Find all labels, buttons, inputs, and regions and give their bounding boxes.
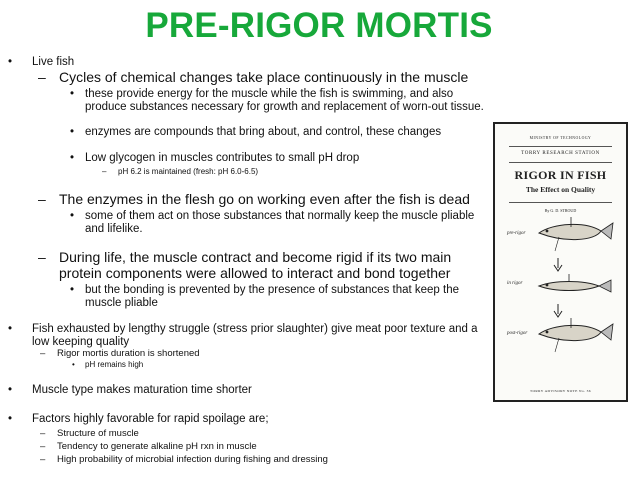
bullet-marker: • [70,210,75,222]
bullet-marker: • [72,360,75,369]
cover-label-post-rigor: post-rigor [507,331,528,336]
bullet-text: Fish exhausted by lengthy struggle (stre… [32,323,478,348]
fish-post-rigor-illustration [537,318,614,353]
bullet-text: High probability of microbial infection … [57,454,328,465]
bullet-marker: – [38,69,46,85]
bullet-text: Tendency to generate alkaline pH rxn in … [57,441,257,452]
bullet-text: During life, the muscle contract and bec… [59,249,452,281]
cover-ministry: MINISTRY OF TECHNOLOGY [529,136,592,140]
bullet-marker: • [70,284,75,296]
fish-in-rigor-illustration [537,274,612,293]
bullet-marker: – [40,348,46,359]
bullet-text: pH 6.2 is maintained (fresh: pH 6.0-6.5) [118,167,259,176]
book-cover-image: MINISTRY OF TECHNOLOGY TORRY RESEARCH ST… [493,122,628,402]
cover-book-subtitle: The Effect on Quality [525,185,596,194]
bullet-marker: – [38,191,46,207]
bullet-marker: • [8,413,13,425]
bullet-text: Live fish [32,56,75,68]
bullet-text: Structure of muscle [57,428,139,439]
cover-book-title: RIGOR IN FISH [514,168,607,182]
bullet-text: Factors highly favorable for rapid spoil… [32,413,269,425]
bullet-marker: • [70,152,75,164]
bullet-marker: – [40,441,46,452]
bullet-text: Cycles of chemical changes take place co… [59,69,469,85]
bullet-text: these provide energy for the muscle whil… [85,88,484,113]
bullet-marker: • [8,56,13,68]
arrow-down-icon [553,258,563,272]
bullet-marker: – [102,167,107,176]
slide-title: PRE-RIGOR MORTIS [145,6,493,45]
cover-label-in-rigor: in rigor [507,281,523,286]
bullet-text: some of them act on those substances tha… [85,210,475,235]
bullet-marker: • [8,384,13,396]
bullet-text: Muscle type makes maturation time shorte… [32,384,252,396]
arrow-down-icon [553,304,563,318]
bullet-marker: – [38,249,46,265]
bullet-text: pH remains high [85,360,144,369]
bullet-marker: • [70,126,75,138]
bullet-marker: • [8,323,13,335]
cover-author: By G. D. STROUD [544,208,577,213]
fish-pre-rigor-illustration [537,217,614,252]
bullet-text: enzymes are compounds that bring about, … [85,126,442,138]
bullet-text: Rigor mortis duration is shortened [57,348,200,359]
bullet-text: The enzymes in the flesh go on working e… [59,191,470,207]
cover-divider [509,162,612,163]
bullet-marker: – [40,454,46,465]
cover-label-pre-rigor: pre-rigor [507,231,526,236]
cover-station: TORRY RESEARCH STATION [521,151,600,156]
cover-divider [509,202,612,203]
bullet-text: but the bonding is prevented by the pres… [85,284,460,309]
cover-series: TORRY ADVISORY NOTE No. 36 [530,389,591,393]
cover-divider [509,146,612,147]
bullet-marker: • [70,88,75,100]
bullet-marker: – [40,428,46,439]
bullet-text: Low glycogen in muscles contributes to s… [85,152,360,164]
